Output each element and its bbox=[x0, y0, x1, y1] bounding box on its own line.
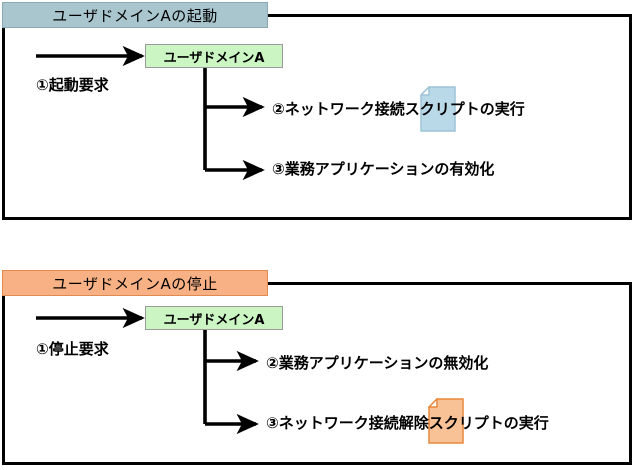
panel-shutdown-header: ユーザドメインAの停止 bbox=[2, 270, 268, 296]
document-icon bbox=[427, 397, 464, 444]
domain-box-shutdown: ユーザドメインA bbox=[145, 306, 283, 330]
domain-box-startup: ユーザドメインA bbox=[145, 44, 283, 68]
panel-startup bbox=[2, 14, 632, 220]
step-label-shutdown-1: ②業務アプリケーションの無効化 bbox=[266, 354, 489, 372]
request-label-startup: ①起動要求 bbox=[36, 76, 109, 94]
document-icon bbox=[419, 85, 456, 132]
request-label-shutdown: ①停止要求 bbox=[36, 340, 109, 358]
panel-shutdown bbox=[2, 282, 632, 465]
step-label-shutdown-2: ③ネットワーク接続解除スクリプトの実行 bbox=[266, 414, 549, 432]
step-label-startup-1: ②ネットワーク接続スクリプトの実行 bbox=[272, 100, 525, 118]
step-label-startup-2: ③業務アプリケーションの有効化 bbox=[272, 160, 495, 178]
panel-startup-header: ユーザドメインAの起動 bbox=[2, 2, 268, 28]
